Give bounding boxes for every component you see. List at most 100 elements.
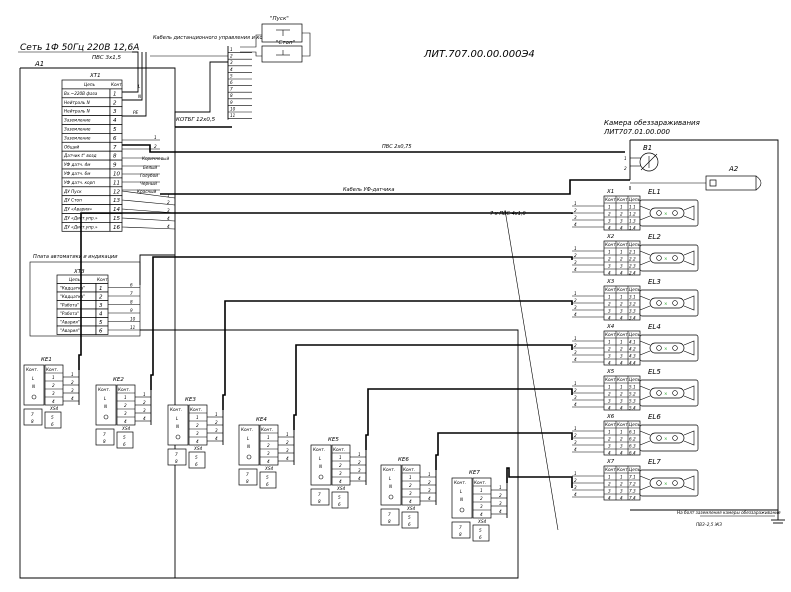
- ke-kont-label: Конт.: [261, 427, 273, 432]
- ke-row-num: 3: [339, 471, 342, 476]
- ke-kont-label: Конт.: [118, 387, 130, 392]
- lamp-connector: [603, 420, 641, 456]
- remote-strip-num: 1: [230, 47, 233, 52]
- xt1-signal-wire: [121, 190, 176, 199]
- ke-row-num: 1: [124, 395, 127, 400]
- wire-color-label: Коричневый: [142, 156, 169, 161]
- ke-num-5: 5: [338, 495, 341, 500]
- pvs-7x4-label: 7 х ПВС 4х1,0: [490, 211, 526, 217]
- lamp-in-num: 3: [574, 350, 577, 355]
- lamp-lead: [639, 350, 651, 356]
- lamp-conn-header: Конт.: [605, 197, 617, 202]
- lamp-chain: 7.2: [629, 482, 636, 487]
- xt1-row-label: Заземление: [64, 135, 91, 140]
- lamp-in-num: 1: [574, 246, 577, 251]
- ke-num-6: 6: [195, 462, 198, 467]
- ke-l: L: [247, 436, 250, 441]
- ke-side-num: 4: [71, 396, 74, 401]
- ke-side-num: 3: [71, 388, 74, 393]
- xt3-row-num: 4: [99, 312, 103, 318]
- ke-row-num: 3: [52, 391, 55, 396]
- lamp-pin-a: 2: [608, 257, 611, 262]
- xt1-row-num: 3: [113, 109, 117, 115]
- b1-temperature-sensor: В1 1 2: [624, 144, 659, 172]
- lamp-in-num: 1: [574, 336, 577, 341]
- lamp-conn-header: Цепь: [629, 377, 641, 382]
- ke-ground-icon: [103, 414, 109, 420]
- ke-name: КЕ4: [256, 417, 267, 423]
- supply-cable-pe: [122, 52, 147, 117]
- lamp-conn-header: Цепь: [629, 287, 641, 292]
- lamp-conn-header: Конт.: [617, 467, 629, 472]
- lamp-pin-b: 2: [620, 482, 623, 487]
- ke-xs4-box: [188, 451, 206, 469]
- lamp-pin-a: 2: [608, 482, 611, 487]
- wire-color-label: Белый: [143, 165, 157, 170]
- lamp-electrode-icon: [672, 480, 678, 486]
- ke-row-num: 4: [480, 512, 483, 517]
- xt1-row-num: 8: [113, 154, 117, 160]
- ke-xs4-box: [259, 471, 277, 489]
- lamp-electrode-icon: [656, 300, 662, 306]
- xt1-row-label: Заземление: [64, 127, 91, 132]
- lamp-pin-b: 4: [620, 361, 623, 366]
- lamp-lead: [639, 440, 651, 446]
- ke-side-num: 1: [71, 372, 74, 377]
- lamp-pin-b: 3: [620, 264, 623, 269]
- ke-ground-icon: [31, 394, 37, 400]
- mark-l: L: [138, 84, 141, 89]
- ke-num-6: 6: [479, 535, 482, 540]
- lamp-in-num: 3: [574, 395, 577, 400]
- pvs-7x4-leader: [504, 209, 559, 531]
- lamp-chain: 7.1: [629, 475, 636, 480]
- lamp-lead: [639, 430, 651, 436]
- ke-side-num: 3: [428, 488, 431, 493]
- xt1-header-num: Конт.: [111, 82, 123, 87]
- xt3-row-num: 1: [99, 286, 103, 292]
- lamp-el-label: EL6: [648, 413, 661, 421]
- ke-lower-box: [23, 408, 43, 426]
- ke-lower-box: [238, 468, 258, 486]
- b1-pin-2: 2: [624, 166, 627, 171]
- ke-num-6: 6: [51, 422, 54, 427]
- ke-n: N: [389, 484, 393, 489]
- stop-button: "Стоп": [261, 40, 303, 63]
- lamp-arc-icon: ×: [664, 301, 668, 306]
- lamp-chain: 2.1: [629, 250, 636, 255]
- ke-row-num: 1: [196, 415, 199, 420]
- lamp-pin-b: 2: [620, 302, 623, 307]
- lamp-conn-header: Конт.: [605, 332, 617, 337]
- ke-num-7: 7: [103, 432, 106, 437]
- lamp-lead: [639, 485, 651, 491]
- ke-power-box: [238, 424, 260, 466]
- lamp-in-num: 3: [574, 485, 577, 490]
- ke-ground-icon: [459, 507, 465, 513]
- ke-ground-icon: [318, 474, 324, 480]
- camera-enclosure: [630, 139, 779, 511]
- ke-num-7: 7: [246, 472, 249, 477]
- lamp-chain: 2.2: [629, 257, 636, 262]
- lamp-pin-b: 1: [620, 250, 623, 255]
- cable-pvs3-label: ПВС 3х1,5: [92, 55, 121, 61]
- remote-strip-num: 7: [230, 87, 233, 92]
- lamp-lead: [639, 295, 651, 301]
- lamp-x-label: Х5: [606, 369, 615, 375]
- lamp-in-num: 4: [574, 222, 577, 227]
- lamp-pin-a: 2: [608, 392, 611, 397]
- lamp-lead: [683, 340, 695, 356]
- ke-row-num: 1: [480, 488, 483, 493]
- xt1-row-num: 9: [113, 163, 117, 169]
- lamp-lead: [639, 475, 651, 481]
- lamp-electrode-icon: [672, 345, 678, 351]
- lamp-conn-header: Цепь: [629, 467, 641, 472]
- ke-side-num: 4: [286, 456, 289, 461]
- ke-row-num: 3: [196, 431, 199, 436]
